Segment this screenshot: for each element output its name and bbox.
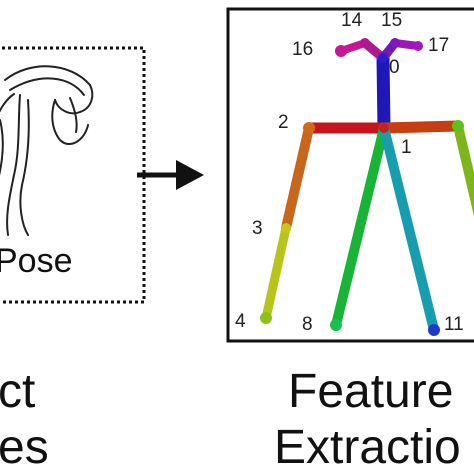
keypoint-label-1: 1 <box>401 137 412 158</box>
keypoint-label-4: 4 <box>235 311 246 332</box>
arrow-right-icon <box>137 160 204 190</box>
keypoint-15 <box>390 38 400 48</box>
limb-neck <box>376 51 391 135</box>
keypoint-14 <box>360 38 370 48</box>
keypoint-label-17: 17 <box>428 35 449 56</box>
limb-left-shoulder <box>378 120 464 134</box>
keypoint-16 <box>335 45 347 57</box>
keypoint-label-0: 0 <box>389 57 400 78</box>
keypoint-8 <box>330 319 342 331</box>
limb-right-upper-arm <box>281 123 314 233</box>
keypoint-label-16: 16 <box>292 39 313 60</box>
limb-right-torso <box>331 123 389 330</box>
openpose-logo-text: Pose <box>0 242 73 280</box>
skeleton <box>261 38 474 335</box>
keypoint-4 <box>260 312 272 324</box>
keypoint-label-2: 2 <box>278 112 289 133</box>
right-caption-line2: Extractio <box>274 421 461 474</box>
keypoint-2 <box>303 122 315 134</box>
keypoint-labels: 0 1 2 3 4 8 11 14 15 16 17 <box>235 10 464 335</box>
keypoint-5 <box>452 120 464 132</box>
keypoint-3 <box>281 223 291 233</box>
left-caption-line1: ct <box>0 365 36 418</box>
limb-right-forearm <box>261 223 291 323</box>
keypoint-label-8: 8 <box>302 314 313 335</box>
keypoint-1 <box>379 123 389 133</box>
keypoint-label-15: 15 <box>381 10 402 31</box>
openpose-figure-icon <box>0 65 94 236</box>
limb-left-torso <box>379 123 439 335</box>
keypoint-0 <box>378 53 388 63</box>
keypoint-11 <box>428 324 440 336</box>
keypoint-label-3: 3 <box>252 218 263 239</box>
limb-left-upper-arm <box>453 121 474 217</box>
keypoints <box>260 38 464 336</box>
left-caption-line2: es <box>0 421 49 474</box>
keypoint-17 <box>413 41 423 51</box>
keypoint-label-11: 11 <box>444 314 464 335</box>
feature-extraction-frame <box>226 7 474 343</box>
keypoint-label-14: 14 <box>341 10 363 31</box>
right-caption-line1: Feature <box>288 365 454 418</box>
